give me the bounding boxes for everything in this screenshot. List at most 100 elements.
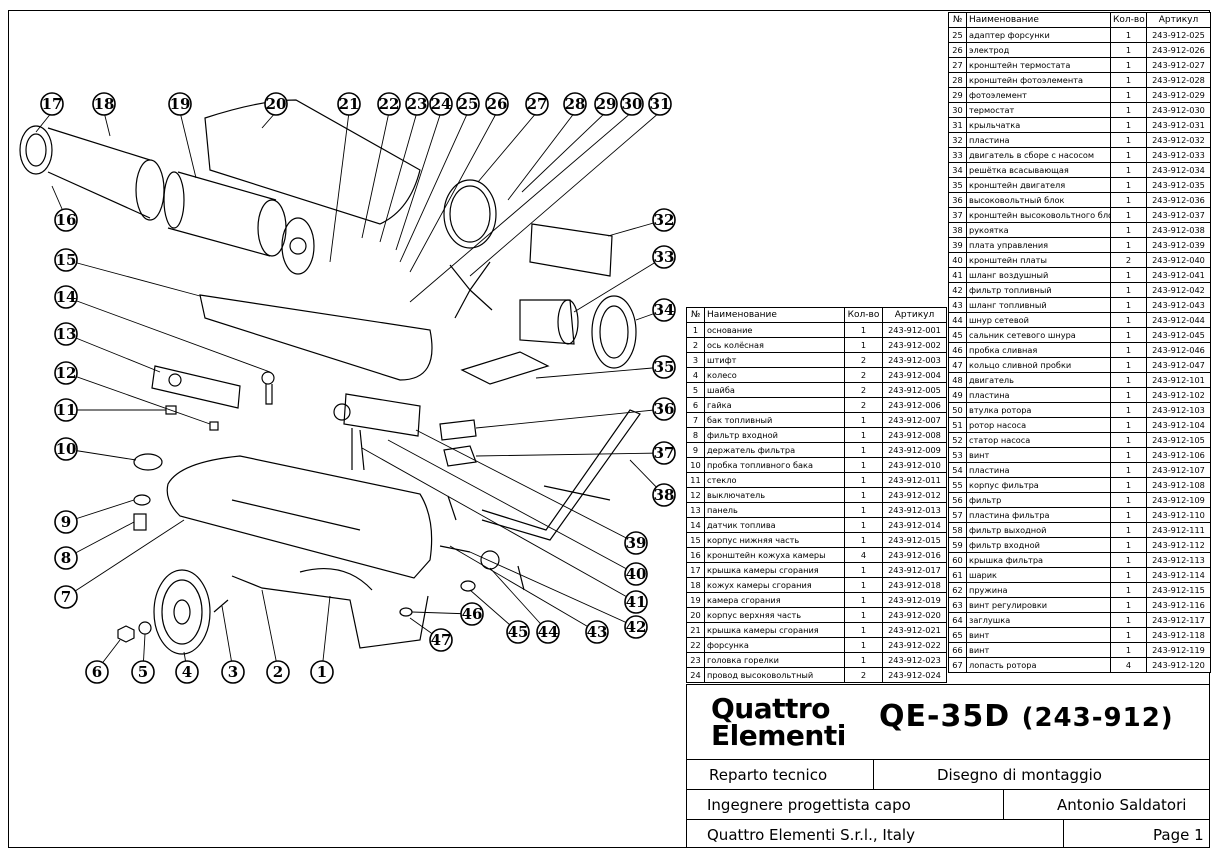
cell-name: головка горелки — [704, 652, 845, 668]
cell-name: кольцо сливной пробки — [966, 357, 1111, 373]
cell-article: 243-912-105 — [1146, 432, 1211, 448]
svg-text:2: 2 — [273, 663, 283, 681]
cell-qty: 2 — [844, 397, 883, 413]
callout-39: 39 — [624, 531, 648, 555]
svg-text:18: 18 — [94, 95, 115, 113]
callout-17: 17 — [40, 92, 64, 116]
callout-14: 14 — [54, 285, 78, 309]
cell-name: панель — [704, 502, 845, 518]
callout-41: 41 — [624, 590, 648, 614]
cell-name: колесо — [704, 367, 845, 383]
cell-name: стекло — [704, 472, 845, 488]
company-logo: Quattro Elementi — [711, 692, 846, 752]
cell-name: пластина — [966, 132, 1111, 148]
callout-37: 37 — [652, 441, 676, 465]
cell-name: бак топливный — [704, 412, 845, 428]
callout-35: 35 — [652, 355, 676, 379]
cell-qty: 1 — [844, 427, 883, 443]
company-name: Quattro Elementi S.r.l., Italy — [707, 826, 915, 844]
cell-name: фильтр — [966, 492, 1111, 508]
cell-name: кронштейн платы — [966, 252, 1111, 268]
cell-article: 243-912-003 — [882, 352, 947, 368]
cell-name: основание — [704, 322, 845, 338]
cell-qty: 1 — [1110, 642, 1147, 658]
cell-name: фильтр топливный — [966, 282, 1111, 298]
cell-no: 16 — [686, 547, 705, 563]
svg-text:40: 40 — [626, 565, 647, 583]
svg-text:42: 42 — [626, 618, 647, 636]
cell-no: 43 — [948, 297, 967, 313]
callout-26: 26 — [485, 92, 509, 116]
cell-article: 243-912-047 — [1146, 357, 1211, 373]
cell-name: крышка камеры сгорания — [704, 562, 845, 578]
cell-article: 243-912-008 — [882, 427, 947, 443]
svg-text:22: 22 — [379, 95, 400, 113]
cell-article: 243-912-024 — [882, 667, 947, 683]
svg-text:10: 10 — [56, 440, 77, 458]
cell-article: 243-912-040 — [1146, 252, 1211, 268]
cell-no: 21 — [686, 622, 705, 638]
cell-qty: 1 — [1110, 597, 1147, 613]
cell-qty: 1 — [844, 637, 883, 653]
cell-qty: 1 — [1110, 417, 1147, 433]
cell-name: втулка ротора — [966, 402, 1111, 418]
callout-9: 9 — [54, 510, 78, 534]
cell-name: лопасть ротора — [966, 657, 1111, 673]
svg-text:39: 39 — [626, 534, 647, 552]
cell-qty: 1 — [1110, 327, 1147, 343]
cell-qty: 1 — [844, 487, 883, 503]
cell-article: 243-912-018 — [882, 577, 947, 593]
cell-article: 243-912-038 — [1146, 222, 1211, 238]
svg-text:25: 25 — [458, 95, 479, 113]
svg-text:47: 47 — [431, 631, 452, 649]
cell-name: корпус нижняя часть — [704, 532, 845, 548]
cell-qty: 1 — [1110, 537, 1147, 553]
callout-19: 19 — [168, 92, 192, 116]
cell-name: крыльчатка — [966, 117, 1111, 133]
cell-qty: 2 — [844, 367, 883, 383]
cell-qty: 1 — [1110, 342, 1147, 358]
cell-no: 26 — [948, 42, 967, 58]
cover-17-shape — [19, 125, 53, 175]
cell-name: выключатель — [704, 487, 845, 503]
callout-28: 28 — [563, 92, 587, 116]
cell-no: 13 — [686, 502, 705, 518]
cell-article: 243-912-002 — [882, 337, 947, 353]
cell-article: 243-912-011 — [882, 472, 947, 488]
cell-no: 32 — [948, 132, 967, 148]
cell-name: статор насоса — [966, 432, 1111, 448]
cell-no: 67 — [948, 657, 967, 673]
cell-name: шарик — [966, 567, 1111, 583]
exploded-view-drawing: 1 2 3 4 5 6 7 8 9 10 11 12 13 14 15 16 1… — [19, 92, 676, 684]
cell-qty: 1 — [1110, 582, 1147, 598]
cell-qty: 1 — [1110, 462, 1147, 478]
cell-article: 243-912-110 — [1146, 507, 1211, 523]
svg-text:1: 1 — [317, 663, 327, 681]
cell-qty: 1 — [844, 532, 883, 548]
cell-qty: 1 — [844, 652, 883, 668]
header-article: Артикул — [882, 307, 947, 323]
cell-no: 5 — [686, 382, 705, 398]
cell-qty: 1 — [1110, 72, 1147, 88]
cell-qty: 1 — [1110, 207, 1147, 223]
svg-text:9: 9 — [61, 513, 71, 531]
cell-qty: 1 — [844, 472, 883, 488]
